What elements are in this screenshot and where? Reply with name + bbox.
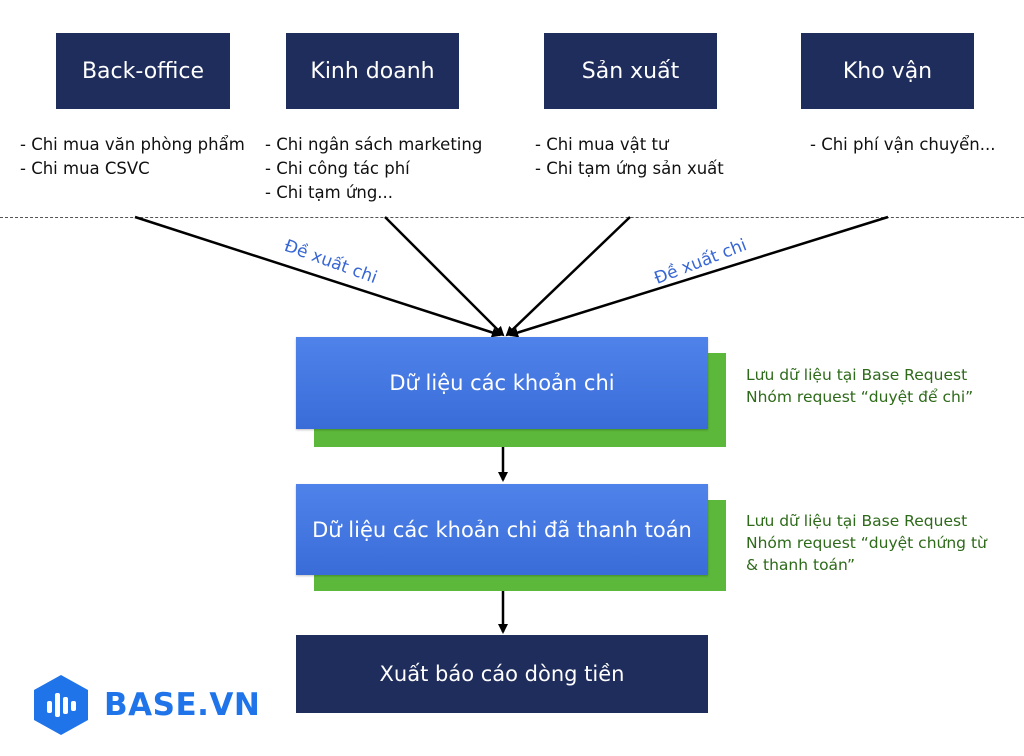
dept-items-kinh-doanh: - Chi ngân sách marketing - Chi công tác… (265, 133, 482, 205)
brand-name: BASE.VN (104, 687, 261, 723)
arrow-kho-van (508, 215, 889, 338)
dept-title: Kinh doanh (310, 58, 435, 84)
list-item: - Chi mua CSVC (20, 159, 150, 178)
list-item: - Chi tạm ứng sản xuất (535, 159, 724, 178)
arrow-san-xuat (505, 216, 631, 337)
box-paid-expenses-label: Dữ liệu các khoản chi đã thanh toán (312, 517, 692, 542)
note-paid-expenses: Lưu dữ liệu tại Base Request Nhóm reques… (746, 510, 987, 576)
dept-items-kho-van: - Chi phí vận chuyển... (810, 133, 995, 157)
brand-logo: BASE.VN (30, 673, 260, 737)
note-line: Nhóm request “duyệt chứng từ (746, 534, 987, 552)
dept-title: Kho vận (842, 58, 933, 84)
list-item: - Chi ngân sách marketing (265, 135, 483, 154)
box-paid-expenses: Dữ liệu các khoản chi đã thanh toán (296, 484, 708, 575)
box-cashflow-report-label: Xuất báo cáo dòng tiền (379, 662, 625, 686)
dept-items-san-xuat: - Chi mua vật tư - Chi tạm ứng sản xuất (535, 133, 724, 181)
dept-box-kinh-doanh: Kinh doanh (286, 33, 459, 109)
box-expenses-label: Dữ liệu các khoản chi (389, 371, 615, 395)
dept-box-back-office: Back-office (56, 33, 230, 109)
note-line: & thanh toán” (746, 556, 856, 574)
dept-title: Sản xuất (581, 58, 680, 84)
list-item: - Chi phí vận chuyển... (810, 135, 996, 154)
dept-title: Back-office (81, 58, 205, 84)
note-line: Nhóm request “duyệt để chi” (746, 388, 974, 406)
note-line: Lưu dữ liệu tại Base Request (746, 512, 968, 530)
bar-chart-hexagon-icon (34, 675, 88, 735)
list-item: - Chi tạm ứng... (265, 183, 394, 202)
box-expenses: Dữ liệu các khoản chi (296, 337, 708, 429)
arrow-back-office (134, 215, 502, 338)
dept-box-san-xuat: Sản xuất (544, 33, 717, 109)
arrow-kinh-doanh (384, 216, 505, 337)
dept-box-kho-van: Kho vận (801, 33, 974, 109)
box-cashflow-report: Xuất báo cáo dòng tiền (296, 635, 708, 713)
list-item: - Chi mua văn phòng phẩm (20, 135, 245, 154)
list-item: - Chi công tác phí (265, 159, 410, 178)
note-line: Lưu dữ liệu tại Base Request (746, 366, 968, 384)
dashed-divider (0, 217, 1024, 218)
note-expenses: Lưu dữ liệu tại Base Request Nhóm reques… (746, 364, 973, 408)
list-item: - Chi mua vật tư (535, 135, 669, 154)
dept-items-back-office: - Chi mua văn phòng phẩm - Chi mua CSVC (20, 133, 245, 181)
